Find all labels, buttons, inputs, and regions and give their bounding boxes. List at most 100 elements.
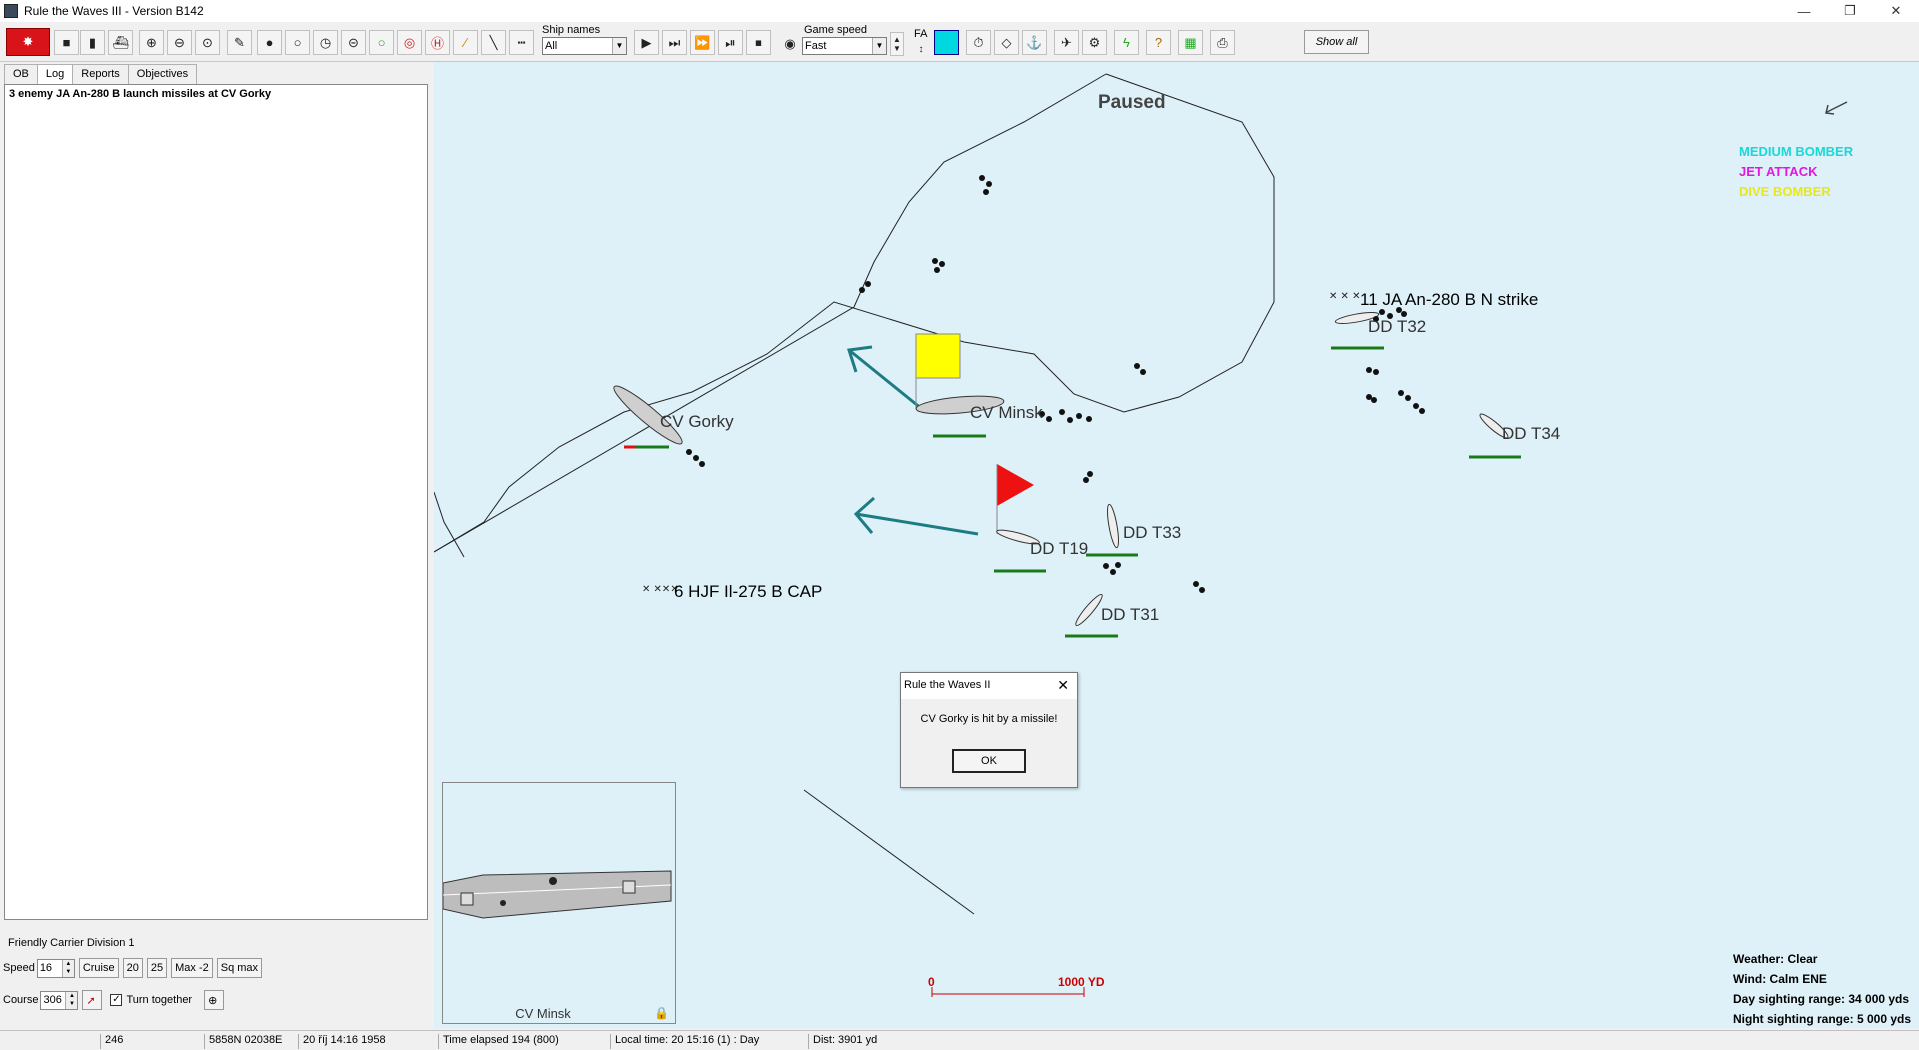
save-icon[interactable]: ■ xyxy=(54,30,79,55)
line-icon[interactable]: ∕ xyxy=(453,30,478,55)
cursor-icon[interactable]: ➚ xyxy=(82,990,103,1010)
turn-together-checkbox[interactable]: ✓ xyxy=(110,994,123,1006)
lock-icon[interactable]: 🔒 xyxy=(654,1006,669,1020)
red-circle-icon[interactable]: ◎ xyxy=(397,30,422,55)
legend-jet-attack: JET ATTACK xyxy=(1739,164,1818,179)
day-range-text: Day sighting range: 34 000 yds xyxy=(1733,992,1910,1006)
tab-reports[interactable]: Reports xyxy=(72,64,129,84)
circle-icon[interactable]: ○ xyxy=(285,30,310,55)
step-icon[interactable]: ⏯ xyxy=(718,30,743,55)
ship-cv-minsk[interactable] xyxy=(915,393,1005,417)
ship-dd-t33[interactable] xyxy=(1105,503,1121,549)
ship-icon[interactable]: ⛴ xyxy=(108,30,133,55)
pen-icon[interactable]: ✎ xyxy=(227,30,252,55)
map-icon[interactable]: ▦ xyxy=(1178,30,1203,55)
zoom-in-icon[interactable]: ⊕ xyxy=(139,30,164,55)
aircraft-icon[interactable]: ✈ xyxy=(1054,30,1079,55)
next-icon[interactable]: ⏭ xyxy=(662,30,687,55)
fa-icon[interactable]: ↕ xyxy=(918,43,924,55)
svg-text:✕ ✕ ✕: ✕ ✕ ✕ xyxy=(1329,291,1361,302)
flight-label-cap[interactable]: 6 HJF Il-275 B CAP xyxy=(674,582,823,601)
restore-button[interactable]: ❐ xyxy=(1844,3,1856,18)
deck-aircraft xyxy=(549,877,557,885)
ship-label-cv-gorky[interactable]: CV Gorky xyxy=(660,412,734,431)
zoom-reset-icon[interactable]: ⊙ xyxy=(195,30,220,55)
flag-icon[interactable]: ✸ xyxy=(6,28,50,56)
sighting-boundary xyxy=(434,73,1275,553)
ship-cv-gorky[interactable] xyxy=(609,381,687,450)
log-entry[interactable]: 3 enemy JA An-280 B launch missiles at C… xyxy=(9,88,272,100)
ship-label-dd-t34[interactable]: DD T34 xyxy=(1502,424,1561,443)
lightning-icon[interactable]: ϟ xyxy=(1114,30,1139,55)
speed-stepper[interactable]: 16 ▲▼ xyxy=(36,958,75,978)
tab-objectives[interactable]: Objectives xyxy=(127,64,198,84)
ship-dd-t31[interactable] xyxy=(1073,592,1105,628)
close-button[interactable]: ✕ xyxy=(1890,3,1902,18)
tab-ob[interactable]: OB xyxy=(4,64,38,84)
ship-dd-t19[interactable] xyxy=(996,527,1041,546)
tactical-map[interactable]: ✕ ✕✕✕ ✕ ✕ ✕ Paused CV Gorky CV Minsk DD … xyxy=(434,62,1919,1028)
timer-icon[interactable]: ⏱ xyxy=(966,30,991,55)
turn-together-label: Turn together xyxy=(126,994,193,1006)
weather-text: Weather: Clear xyxy=(1733,952,1818,966)
objective-marker[interactable] xyxy=(915,333,961,379)
carrier-deck xyxy=(443,870,672,919)
speed-25-button[interactable]: 25 xyxy=(146,958,168,978)
ok-button[interactable]: OK xyxy=(952,749,1026,773)
dialog-message: CV Gorky is hit by a missile! xyxy=(920,713,1058,725)
smoke-dots xyxy=(686,175,1425,593)
sq-max-button[interactable]: Sq max xyxy=(216,958,263,978)
torpedo-icon[interactable]: ⚓ xyxy=(1022,30,1047,55)
target-icon[interactable]: ⊕ xyxy=(204,990,225,1010)
battery-icon[interactable]: ▮ xyxy=(80,30,105,55)
ship-names-select[interactable]: All ▼ xyxy=(542,37,627,55)
bomb-icon[interactable]: ● xyxy=(257,30,282,55)
log-list[interactable]: 3 enemy JA An-280 B launch missiles at C… xyxy=(4,84,428,920)
flag-marker[interactable] xyxy=(997,464,1034,506)
tab-log[interactable]: Log xyxy=(36,64,74,84)
minus-circle-icon[interactable]: ⊝ xyxy=(341,30,366,55)
window-controls: — ❐ ✕ xyxy=(1781,0,1919,22)
record-icon[interactable]: ◉ xyxy=(784,36,796,51)
ship-label-dd-t19[interactable]: DD T19 xyxy=(1030,539,1089,558)
division-label: Friendly Carrier Division 1 xyxy=(8,937,135,949)
chevron-down-icon: ▼ xyxy=(612,38,626,54)
skip-icon[interactable]: ⏩ xyxy=(690,30,715,55)
cruise-button[interactable]: Cruise xyxy=(78,958,119,978)
diagonal-icon[interactable]: ╲ xyxy=(481,30,506,55)
legend-dive-bomber: DIVE BOMBER xyxy=(1739,184,1831,199)
game-speed-select[interactable]: Fast ▼ xyxy=(802,37,887,55)
zoom-out-icon[interactable]: ⊖ xyxy=(167,30,192,55)
max-minus-2-button[interactable]: Max -2 xyxy=(171,958,213,978)
help-icon[interactable]: ? xyxy=(1146,30,1171,55)
show-all-button[interactable]: Show all xyxy=(1304,30,1369,54)
dialog-close-icon[interactable]: ✕ xyxy=(1057,677,1069,693)
dashed-icon[interactable]: ┅ xyxy=(509,30,534,55)
course-row: Course 306 ▲▼ ➚ ✓ Turn together ⊕ xyxy=(3,990,225,1010)
gear-icon[interactable]: ⚙ xyxy=(1082,30,1107,55)
green-circle-icon[interactable]: ○ xyxy=(369,30,394,55)
course-stepper[interactable]: 306 ▲▼ xyxy=(40,990,79,1010)
ship-label-cv-minsk[interactable]: CV Minsk xyxy=(970,403,1043,422)
ship-dd-t34[interactable] xyxy=(1478,411,1511,440)
eraser-icon[interactable]: ◇ xyxy=(994,30,1019,55)
sea-color-icon[interactable] xyxy=(934,30,959,55)
speed-stepper[interactable]: ▲▼ xyxy=(890,32,904,56)
h-circle-icon[interactable]: Ⓗ xyxy=(425,30,450,55)
stop-icon[interactable]: ⏹ xyxy=(746,30,771,55)
ship-label-dd-t32[interactable]: DD T32 xyxy=(1368,317,1427,336)
status-position: 5858N 02038E xyxy=(204,1034,282,1049)
play-icon[interactable]: ▶ xyxy=(634,30,659,55)
flight-label-strike[interactable]: 11 JA An-280 B N strike xyxy=(1360,290,1539,309)
ship-label-dd-t33[interactable]: DD T33 xyxy=(1123,523,1182,542)
ship-dd-t32[interactable] xyxy=(1334,310,1380,326)
stepper-arrows-icon[interactable]: ▲▼ xyxy=(61,959,74,977)
print-icon[interactable]: ⎙ xyxy=(1210,30,1235,55)
speed-20-button[interactable]: 20 xyxy=(122,958,143,978)
stepper-arrows-icon[interactable]: ▲▼ xyxy=(65,991,78,1009)
scale-end-label: 1000 YD xyxy=(1058,975,1105,989)
circle-clock-icon[interactable]: ◷ xyxy=(313,30,338,55)
deck-aircraft xyxy=(500,900,506,906)
ship-label-dd-t31[interactable]: DD T31 xyxy=(1101,605,1160,624)
minimize-button[interactable]: — xyxy=(1797,3,1811,19)
